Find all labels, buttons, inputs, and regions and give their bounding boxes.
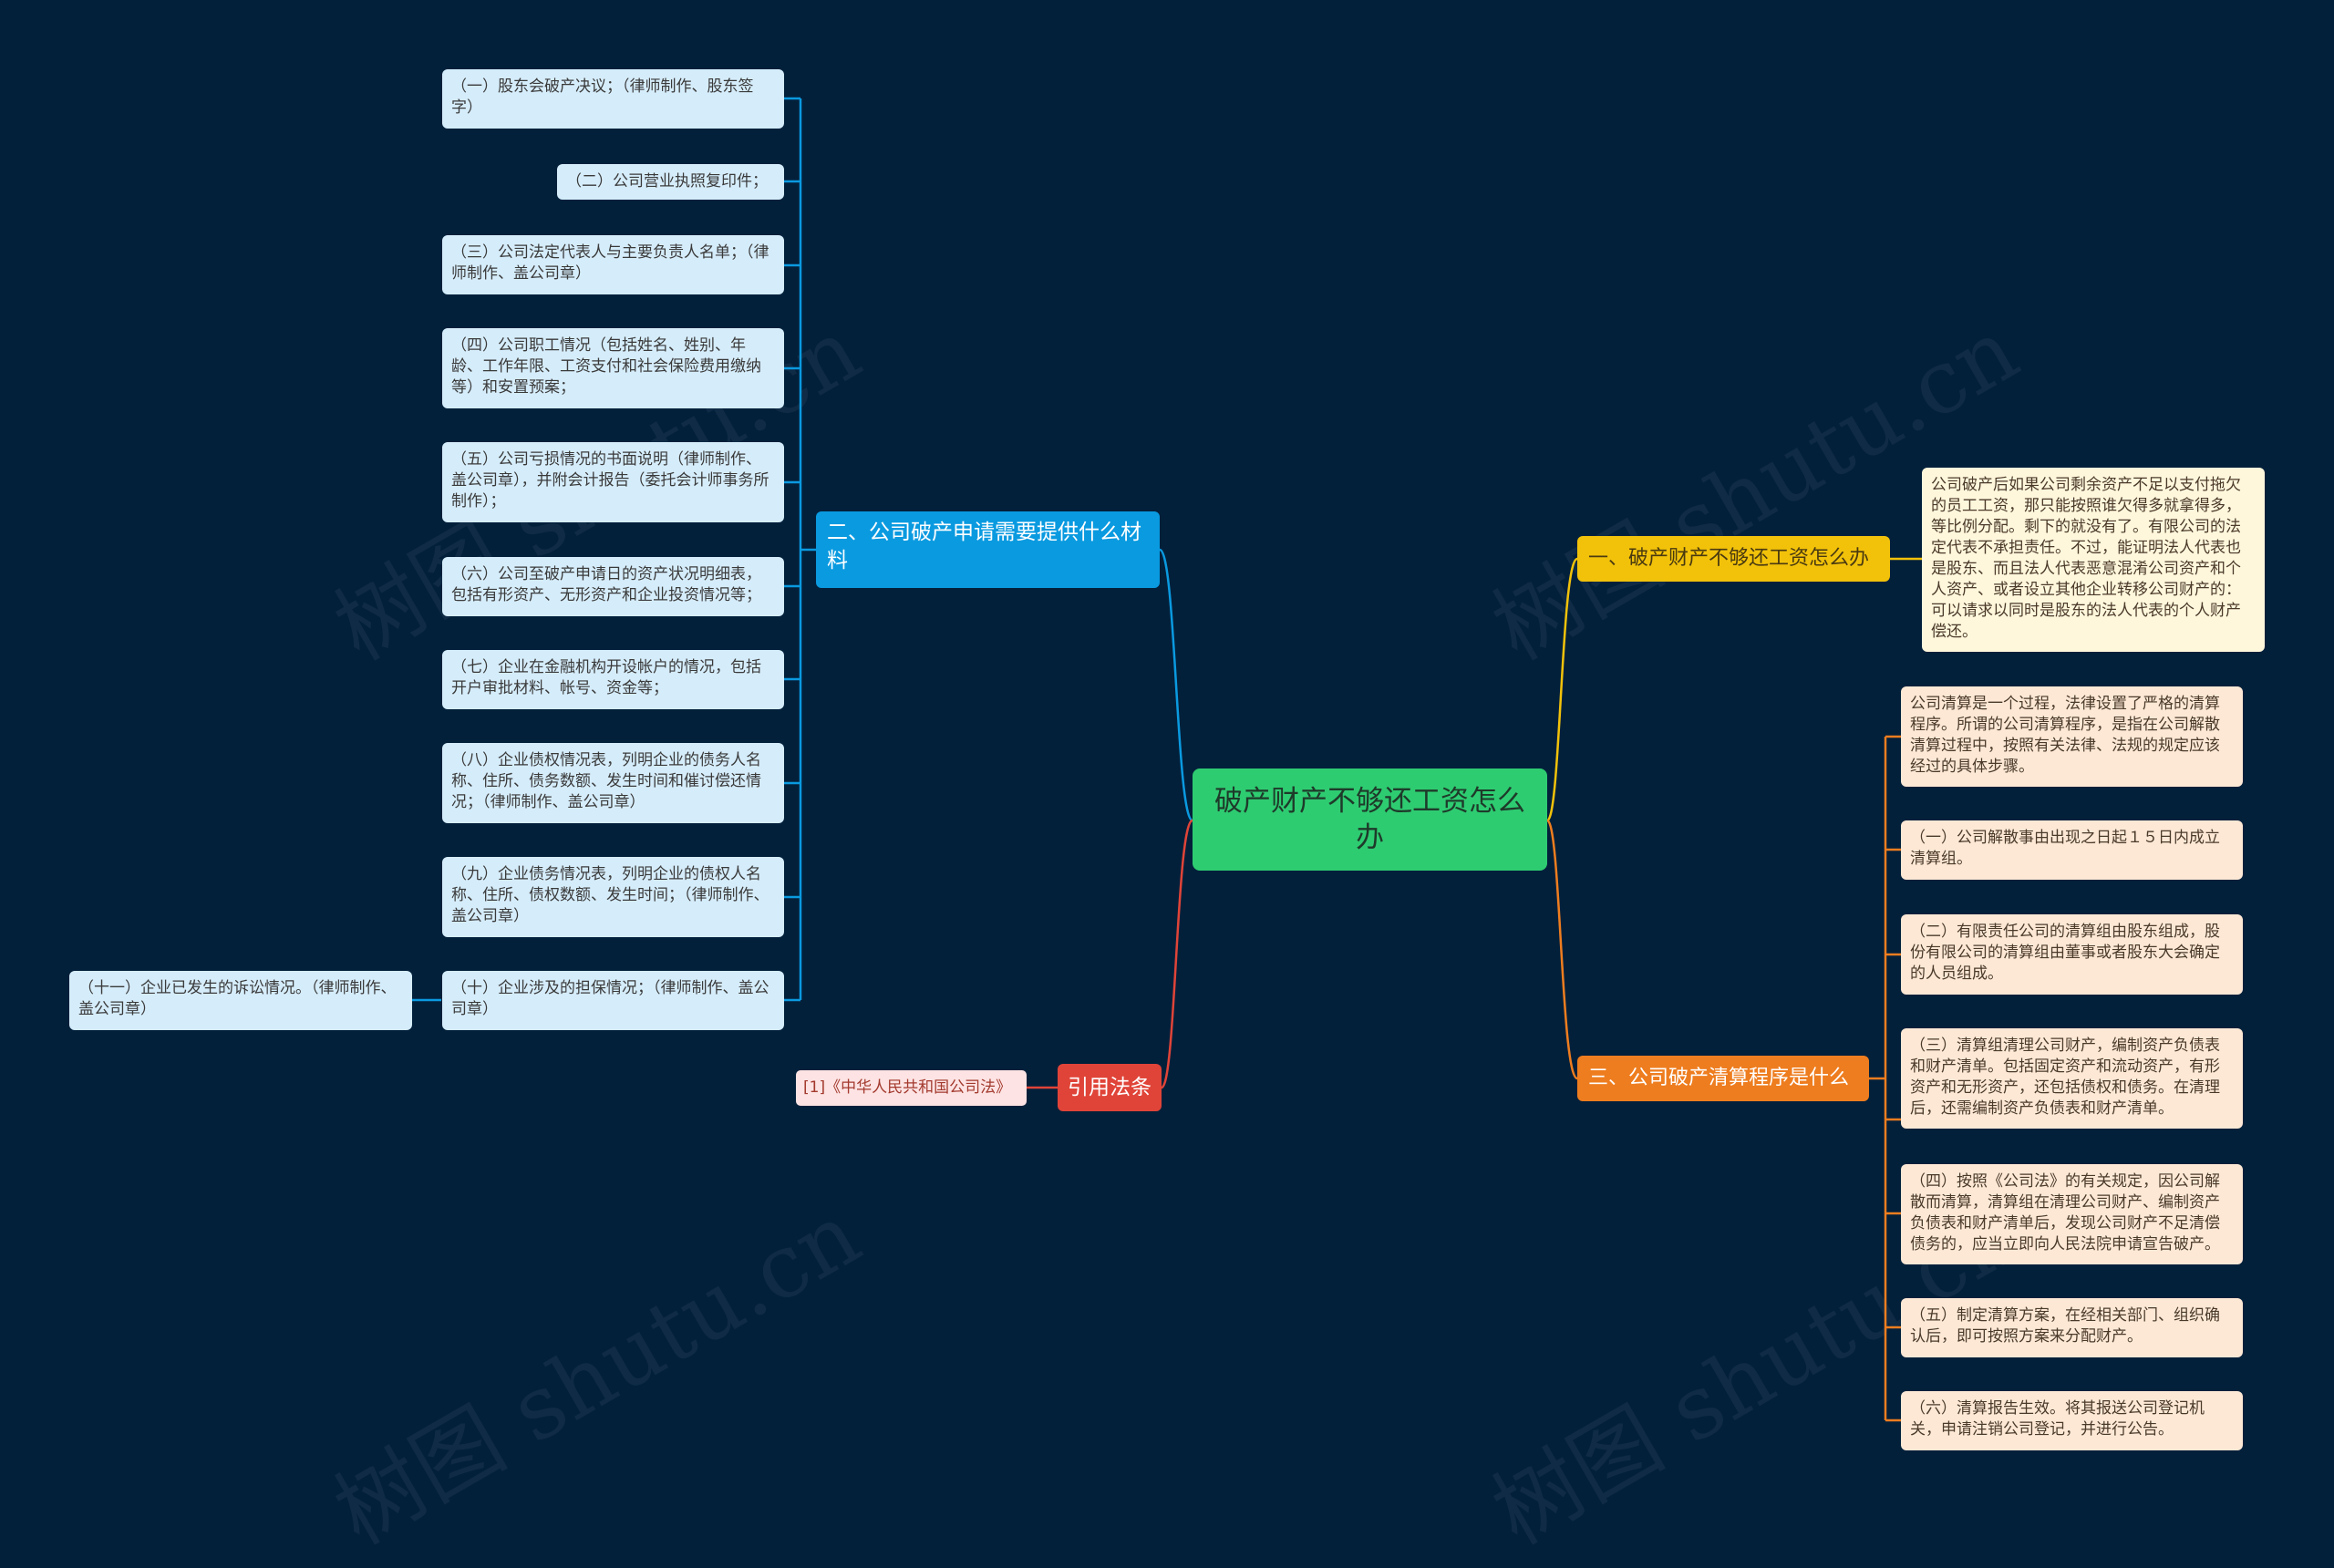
link-root-materials bbox=[1158, 548, 1194, 822]
material-item-1[interactable]: （一）股东会破产决议；（律师制作、股东签字） bbox=[442, 69, 784, 129]
liquidation-item-3[interactable]: （三）清算组清理公司财产，编制资产负债表和财产清单。包括固定资产和流动资产，有形… bbox=[1901, 1028, 2243, 1129]
branch-materials[interactable]: 二、公司破产申请需要提供什么材料 bbox=[816, 511, 1160, 588]
citation-ref[interactable]: [1]《中华人民共和国公司法》 bbox=[796, 1070, 1027, 1106]
liquidation-item-0[interactable]: 公司清算是一个过程，法律设置了严格的清算程序。所谓的公司清算程序，是指在公司解散… bbox=[1901, 686, 2243, 787]
branch-materials-label: 二、公司破产申请需要提供什么材料 bbox=[827, 521, 1141, 573]
material-item-3[interactable]: （三）公司法定代表人与主要负责人名单；（律师制作、盖公司章） bbox=[442, 235, 784, 294]
liquidation-item-4[interactable]: （四）按照《公司法》的有关规定，因公司解散而清算，清算组在清理公司财产、编制资产… bbox=[1901, 1164, 2243, 1264]
liquidation-item-6[interactable]: （六）清算报告生效。将其报送公司登记机关，申请注销公司登记，并进行公告。 bbox=[1901, 1391, 2243, 1450]
branch-wages[interactable]: 一、破产财产不够还工资怎么办 bbox=[1577, 536, 1890, 582]
material-item-7[interactable]: （七）企业在金融机构开设帐户的情况，包括开户审批材料、帐号、资金等； bbox=[442, 650, 784, 709]
branch-wages-label: 一、破产财产不够还工资怎么办 bbox=[1588, 547, 1870, 570]
material-item-8[interactable]: （八）企业债权情况表，列明企业的债务人名称、住所、债务数额、发生时间和催讨偿还情… bbox=[442, 743, 784, 823]
root-label: 破产财产不够还工资怎么办 bbox=[1214, 785, 1525, 854]
liquidation-item-5[interactable]: （五）制定清算方案，在经相关部门、组织确认后，即可按照方案来分配财产。 bbox=[1901, 1298, 2243, 1357]
branch-liquidation-label: 三、公司破产清算程序是什么 bbox=[1588, 1067, 1850, 1089]
mindmap-canvas: 树图 shutu.cn 树图 shutu.cn 树图 shutu.cn 树图 s… bbox=[69, 69, 2265, 1564]
material-item-9[interactable]: （九）企业债务情况表，列明企业的债权人名称、住所、债权数额、发生时间；（律师制作… bbox=[442, 857, 784, 937]
material-item-11[interactable]: （十一）企业已发生的诉讼情况。（律师制作、盖公司章） bbox=[69, 971, 412, 1030]
link-root-wages bbox=[1545, 557, 1579, 822]
material-item-10[interactable]: （十）企业涉及的担保情况；（律师制作、盖公司章） bbox=[442, 971, 784, 1030]
liquidation-item-1[interactable]: （一）公司解散事由出现之日起１５日内成立清算组。 bbox=[1901, 820, 2243, 880]
liquidation-item-2[interactable]: （二）有限责任公司的清算组由股东组成，股份有限公司的清算组由董事或者股东大会确定… bbox=[1901, 914, 2243, 995]
root-node[interactable]: 破产财产不够还工资怎么办 bbox=[1193, 769, 1547, 871]
material-item-6[interactable]: （六）公司至破产申请日的资产状况明细表，包括有形资产、无形资产和企业投资情况等； bbox=[442, 557, 784, 616]
branch-liquidation[interactable]: 三、公司破产清算程序是什么 bbox=[1577, 1056, 1869, 1101]
branch-citation-label: 引用法条 bbox=[1068, 1076, 1152, 1099]
link-root-liquidation bbox=[1545, 819, 1579, 1080]
link-root-citation bbox=[1160, 819, 1194, 1089]
material-item-5[interactable]: （五）公司亏损情况的书面说明（律师制作、盖公司章），并附会计报告（委托会计师事务… bbox=[442, 442, 784, 522]
wages-detail[interactable]: 公司破产后如果公司剩余资产不足以支付拖欠的员工工资，那只能按照谁欠得多就拿得多，… bbox=[1922, 468, 2265, 652]
material-item-2[interactable]: （二）公司营业执照复印件； bbox=[557, 164, 784, 200]
branch-citation[interactable]: 引用法条 bbox=[1058, 1064, 1162, 1111]
material-item-4[interactable]: （四）公司职工情况（包括姓名、姓别、年龄、工作年限、工资支付和社会保险费用缴纳等… bbox=[442, 328, 784, 408]
connector-lines bbox=[412, 97, 1922, 1422]
